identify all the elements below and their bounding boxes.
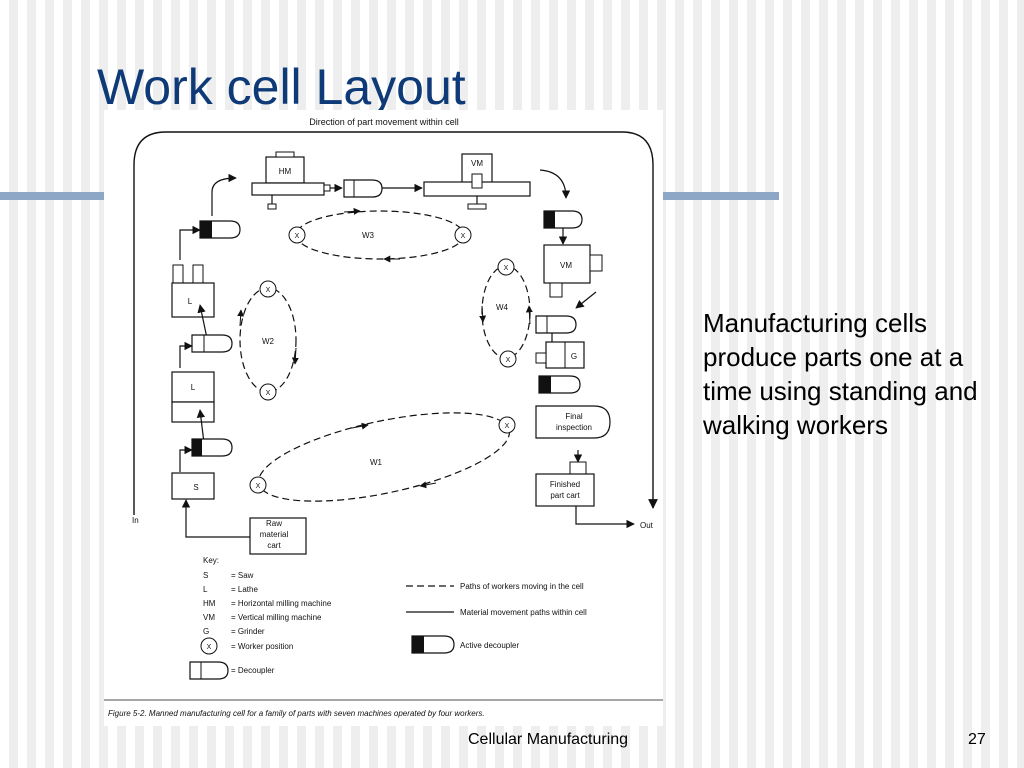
key-decoupler: = Decoupler: [231, 666, 275, 675]
vm-right-machine: VM: [543, 244, 603, 298]
active-decoupler-left-top: [199, 220, 241, 239]
key-abbr-l: L: [203, 585, 208, 594]
w4-bottom-x: X: [506, 357, 511, 364]
final-inspection-station: Final inspection: [535, 405, 611, 439]
decoupler-right: [535, 315, 577, 334]
raw-cart-line2: material: [260, 530, 289, 539]
w2-label: W2: [262, 337, 275, 346]
key-desc-l: = Lathe: [231, 585, 258, 594]
in-label: In: [132, 516, 139, 525]
active-decoupler-right-top: [543, 210, 583, 229]
key-material-paths: Material movement paths within cell: [460, 608, 587, 617]
out-label: Out: [640, 521, 654, 530]
active-decoupler-left-lower: [191, 438, 233, 457]
w4-label: W4: [496, 303, 509, 312]
key-abbr-s: S: [203, 571, 208, 580]
finished-cart-line2: part cart: [550, 491, 580, 500]
title-rule-left: [0, 192, 104, 200]
key-worker-icon: [200, 637, 218, 655]
w1-right-x: X: [505, 423, 510, 430]
key-desc-s: = Saw: [231, 571, 254, 580]
raw-cart-line1: Raw: [266, 519, 282, 528]
vm-top-label: VM: [471, 159, 483, 168]
hm-label: HM: [279, 167, 292, 176]
worker-w3-path: W3: [295, 207, 465, 263]
finished-part-cart: Finished part cart: [535, 450, 635, 529]
final-inspection-line2: inspection: [556, 423, 592, 432]
worker-position-w3-left: X: [288, 226, 306, 244]
w4-top-x: X: [504, 265, 509, 272]
worker-w4-path: W4: [479, 265, 533, 359]
finished-cart-line1: Finished: [550, 480, 580, 489]
figure-caption: Figure 5-2. Manned manufacturing cell fo…: [108, 709, 485, 718]
raw-cart-line3: cart: [267, 541, 281, 550]
body-text: Manufacturing cells produce parts one at…: [703, 308, 978, 440]
lathe-lower-machine: L: [171, 371, 215, 423]
key-abbr-g: G: [203, 627, 209, 636]
grinder-machine: G: [535, 341, 585, 369]
key-abbr-vm: VM: [203, 613, 215, 622]
lathe-upper-machine: L: [171, 264, 215, 318]
active-decoupler-inspection: [538, 375, 581, 394]
decoupler-left-middle: [191, 334, 233, 353]
final-inspection-line1: Final: [565, 412, 583, 421]
key-abbr-hm: HM: [203, 599, 216, 608]
w3-label: W3: [362, 231, 375, 240]
key-desc-hm: = Horizontal milling machine: [231, 599, 332, 608]
key-desc-vm: = Vertical milling machine: [231, 613, 322, 622]
decoupler-top: [343, 179, 383, 198]
vm-top-machine: VM: [423, 153, 531, 210]
outer-flow-path: [133, 131, 658, 515]
key-worker-paths: Paths of workers moving in the cell: [460, 582, 584, 591]
w1-left-x: X: [256, 483, 261, 490]
key-heading: Key:: [203, 556, 219, 565]
hm-machine: HM: [251, 151, 331, 210]
worker-position-w2-top: X: [259, 280, 277, 298]
work-cell-figure: Direction of part movement within cell I…: [104, 110, 663, 726]
key-active-decoupler: Active decoupler: [460, 641, 519, 650]
w3-right-x: X: [461, 233, 466, 240]
footer-title: Cellular Manufacturing: [468, 731, 629, 748]
saw-label: S: [193, 483, 198, 492]
worker-position-w4-top: X: [497, 258, 515, 276]
slide-title: Work cell Layout: [97, 59, 466, 115]
page-number: 27: [968, 731, 986, 748]
worker-position-w3-right: X: [454, 226, 472, 244]
worker-w1-path: W1: [257, 412, 511, 502]
direction-label: Direction of part movement within cell: [309, 117, 459, 127]
title-rule-right: [663, 192, 779, 200]
raw-material-cart: Raw material cart: [249, 517, 307, 555]
worker-position-w2-bottom: X: [259, 383, 277, 401]
w3-left-x: X: [295, 233, 300, 240]
w2-bottom-x: X: [266, 390, 271, 397]
worker-position-w1-left: X: [249, 476, 267, 494]
worker-position-w1-right: X: [498, 416, 516, 434]
w2-top-x: X: [266, 287, 271, 294]
worker-position-w4-bottom: X: [499, 350, 517, 368]
key-worker-position: = Worker position: [231, 642, 293, 651]
w1-label: W1: [370, 458, 383, 467]
vm-right-label: VM: [560, 261, 572, 270]
key-decoupler-icon: [189, 661, 229, 680]
key-worker-x: X: [207, 644, 212, 651]
lathe-upper-label: L: [188, 297, 193, 306]
key-desc-g: = Grinder: [231, 627, 265, 636]
grinder-label: G: [571, 352, 577, 361]
work-cell-diagram: Direction of part movement within cell I…: [104, 117, 663, 718]
worker-w2-path: W2: [237, 287, 299, 393]
diagram-key: Key: S = Saw L = Lathe HM = Horizontal m…: [189, 556, 587, 680]
saw-machine: S: [171, 472, 215, 500]
lathe-lower-label: L: [191, 383, 196, 392]
